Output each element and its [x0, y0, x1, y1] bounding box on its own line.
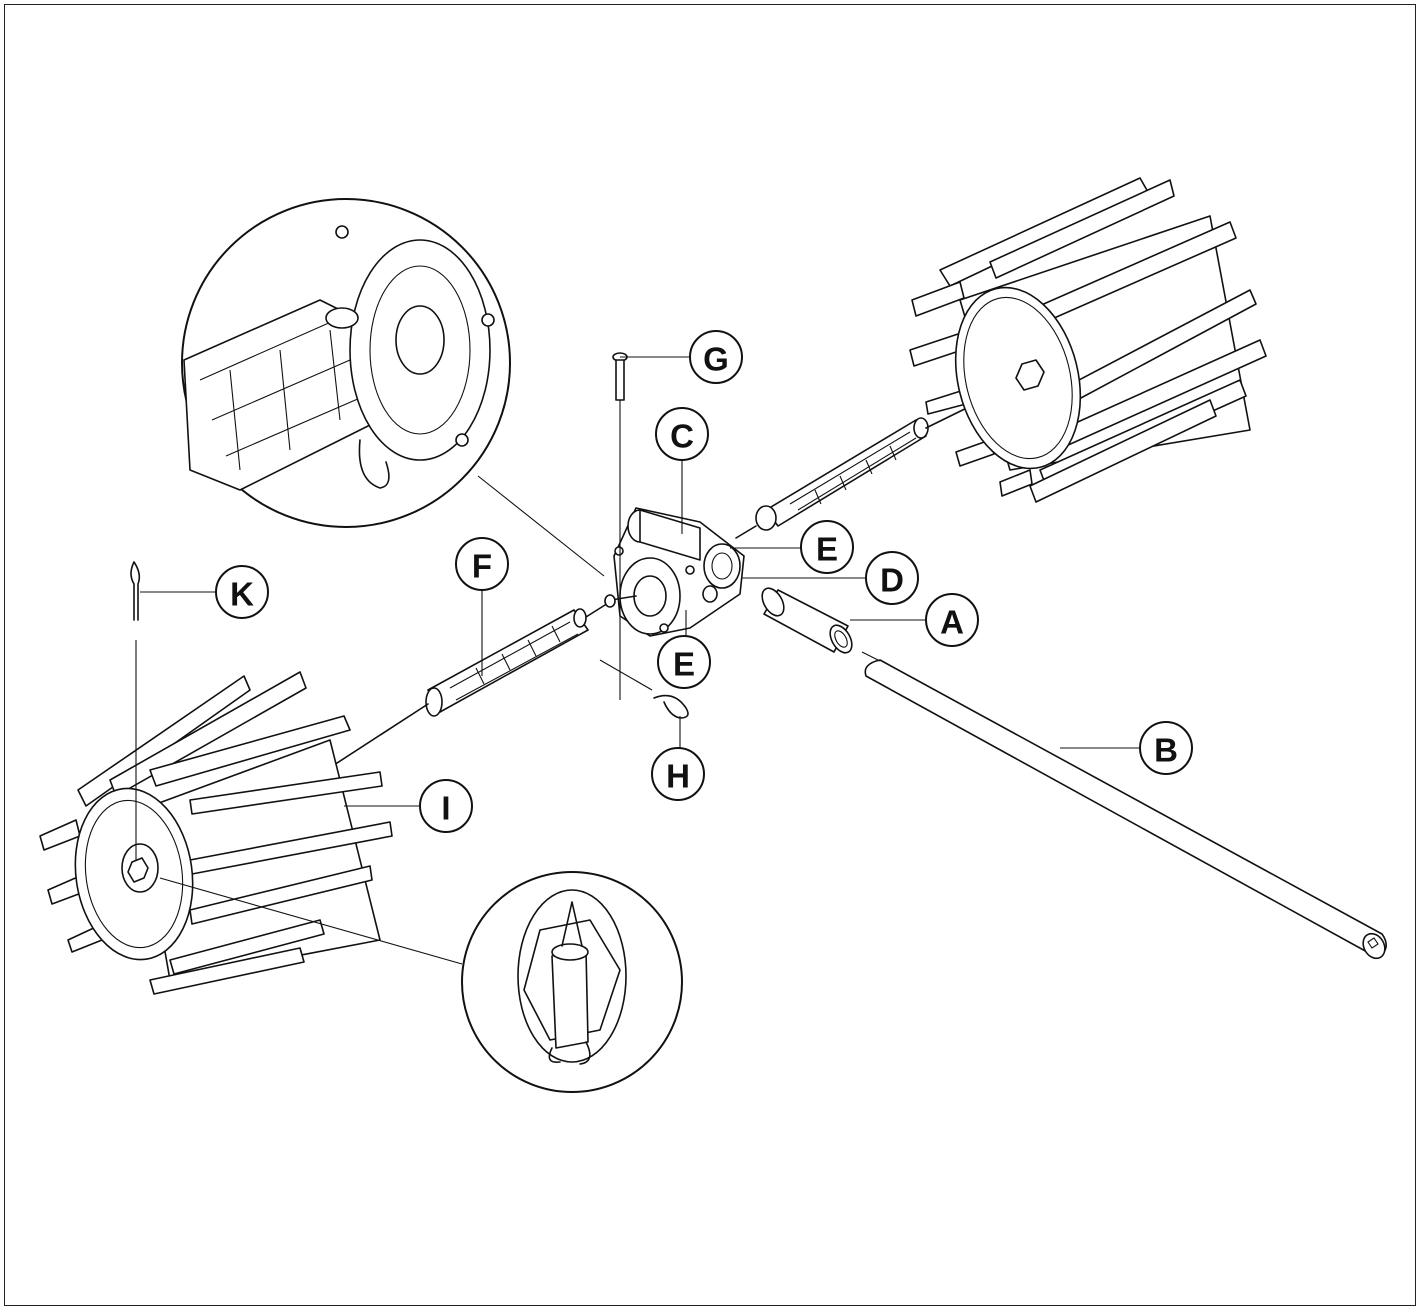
drive-shaft — [861, 651, 1387, 960]
svg-text:K: K — [230, 576, 254, 613]
callout-k: K — [215, 565, 269, 619]
svg-text:F: F — [472, 548, 492, 585]
svg-text:C: C — [670, 418, 694, 455]
svg-text:D: D — [880, 562, 904, 599]
cotter-pin — [130, 561, 141, 860]
clevis-pin — [612, 352, 628, 700]
callout-b: B — [1139, 721, 1193, 775]
detail-view-gearbox — [181, 198, 605, 577]
callout-d: D — [865, 551, 919, 605]
callout-i: I — [419, 779, 473, 833]
svg-text:H: H — [666, 758, 690, 795]
right-shaft-adapter — [735, 371, 1041, 539]
svg-text:B: B — [1154, 732, 1178, 769]
right-tine-wheel — [909, 177, 1267, 503]
callout-a: A — [925, 593, 979, 647]
leader-lines — [140, 356, 1140, 807]
callout-g: G — [689, 330, 743, 384]
gearbox-housing — [604, 507, 745, 637]
callout-e-lower: E — [657, 635, 711, 689]
svg-text:A: A — [940, 604, 964, 641]
callout-f: F — [455, 537, 509, 591]
tube-sleeve — [761, 587, 853, 654]
diagram-frame — [4, 4, 1416, 1306]
callout-e-upper: E — [800, 520, 854, 574]
hairpin-clip — [599, 659, 689, 719]
detail-view-hex-pin — [159, 871, 683, 1093]
callout-c: C — [655, 407, 709, 461]
svg-text:I: I — [441, 790, 450, 827]
callout-h: H — [651, 747, 705, 801]
svg-text:E: E — [673, 646, 695, 683]
svg-text:G: G — [703, 341, 729, 378]
left-tine-wheel — [39, 671, 393, 995]
svg-text:E: E — [816, 531, 838, 568]
